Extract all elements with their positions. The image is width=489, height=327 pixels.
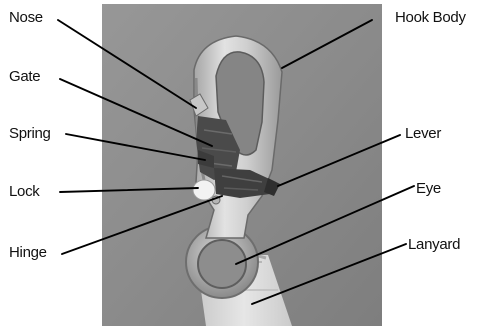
label-nose: Nose <box>9 9 43 26</box>
photo <box>102 4 382 326</box>
lock-rivet <box>193 180 215 200</box>
label-hook-body: Hook Body <box>395 9 466 26</box>
label-gate: Gate <box>9 68 40 85</box>
label-eye: Eye <box>416 180 441 197</box>
label-hinge: Hinge <box>9 244 47 261</box>
label-spring: Spring <box>9 125 51 142</box>
label-lanyard: Lanyard <box>408 236 460 253</box>
label-lever: Lever <box>405 125 441 142</box>
label-lock: Lock <box>9 183 40 200</box>
